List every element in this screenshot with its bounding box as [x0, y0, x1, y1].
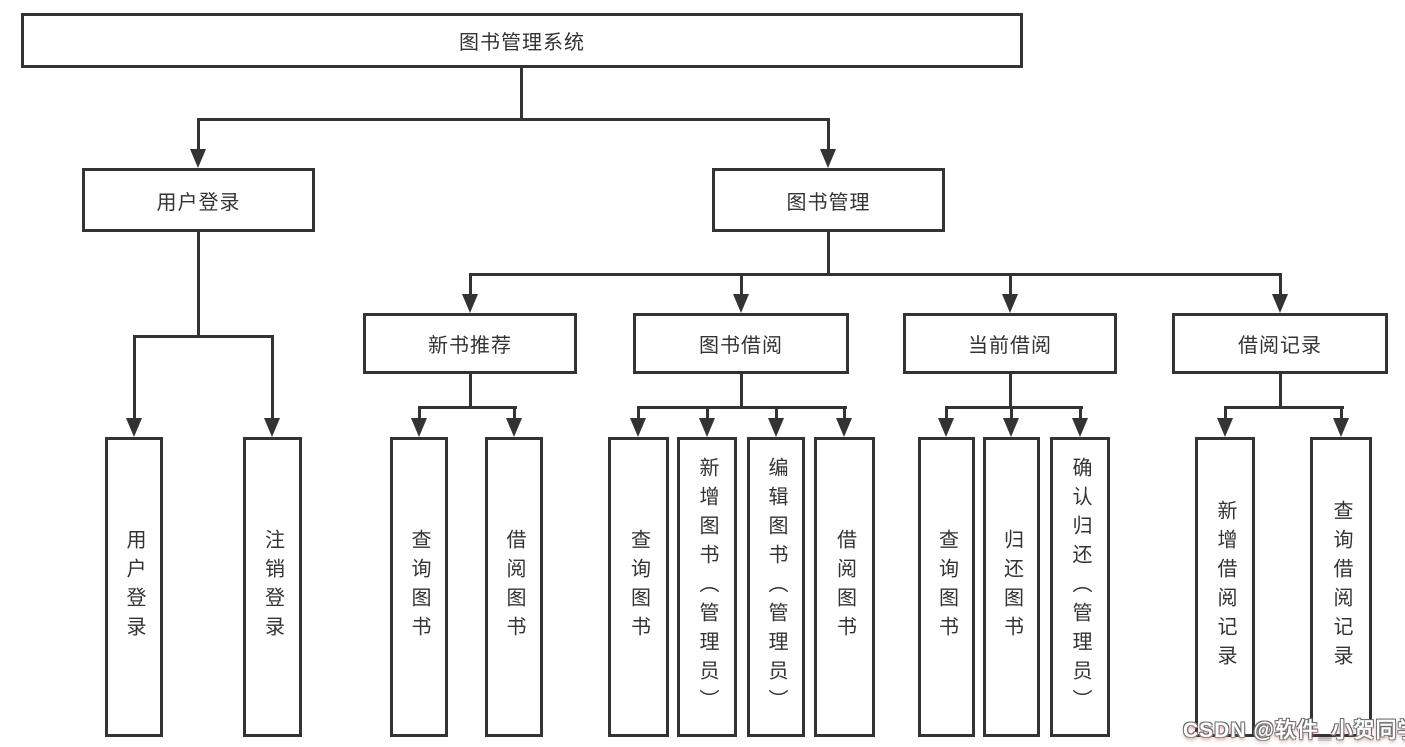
connector-drop-book-borrow — [740, 276, 743, 296]
connector-root-bar — [197, 118, 830, 121]
arrow-down-icon — [190, 149, 206, 168]
csdn-watermark: CSDN @软件_小贺同学 — [1183, 719, 1405, 742]
leaf-logout: 注销登录 — [243, 437, 302, 737]
node-new-book-recommend: 新书推荐 — [363, 313, 577, 374]
node-user-login: 用户登录 — [82, 168, 315, 232]
connector-drop — [1010, 409, 1013, 420]
leaf-query-borrow-record: 查询借阅记录 — [1310, 437, 1372, 737]
connector-book-mgmt-bar — [469, 273, 1282, 276]
connector-drop — [637, 409, 640, 420]
arrow-down-icon — [1272, 294, 1288, 313]
node-book-management-label: 图书管理 — [786, 191, 871, 214]
leaf-add-books-admin: 新增图书（管理员） — [677, 437, 737, 737]
leaf-label: 借阅图书 — [833, 529, 856, 645]
node-book-management: 图书管理 — [712, 168, 945, 232]
leaf-borrow-books-recommend: 借阅图书 — [485, 437, 543, 737]
leaf-edit-books-admin: 编辑图书（管理员） — [747, 437, 805, 737]
leaf-label: 新增图书（管理员） — [696, 456, 718, 718]
node-user-login-label: 用户登录 — [156, 191, 241, 214]
connector-drop-borrow-records — [1279, 276, 1282, 296]
arrow-down-icon — [264, 418, 280, 437]
leaf-user-login-label: 用户登录 — [123, 529, 145, 645]
leaf-label: 查询借阅记录 — [1330, 500, 1352, 674]
leaf-query-books-current: 查询图书 — [918, 437, 975, 737]
connector-drop-book-mgmt — [827, 121, 830, 151]
arrow-down-icon — [1333, 418, 1349, 437]
connector-current-borrow-stem — [1009, 374, 1012, 409]
leaf-return-books: 归还图书 — [983, 437, 1040, 737]
leaf-logout-label: 注销登录 — [261, 529, 284, 645]
connector-drop — [706, 409, 709, 420]
connector-drop-new-book — [469, 276, 472, 296]
connector-drop — [843, 409, 846, 420]
leaf-label: 归还图书 — [1000, 529, 1023, 645]
connector-root-stem — [520, 68, 523, 121]
leaf-label: 借阅图书 — [503, 529, 525, 645]
arrow-down-icon — [1002, 294, 1018, 313]
arrow-down-icon — [126, 418, 142, 437]
leaf-label: 查询图书 — [627, 529, 650, 645]
connector-new-book-bar — [418, 406, 517, 409]
connector-user-login-bar — [133, 335, 274, 338]
connector-drop — [1340, 409, 1343, 420]
connector-drop — [1079, 409, 1082, 420]
arrow-down-icon — [733, 294, 749, 313]
node-borrowing-records: 借阅记录 — [1172, 313, 1388, 374]
leaf-confirm-return-admin: 确认归还（管理员） — [1050, 437, 1110, 737]
connector-drop-current-borrow — [1009, 276, 1012, 296]
connector-drop — [775, 409, 778, 420]
leaf-label: 查询图书 — [408, 529, 430, 645]
leaf-label: 确认归还（管理员） — [1069, 456, 1091, 718]
arrow-down-icon — [820, 149, 836, 168]
arrow-down-icon — [630, 418, 646, 437]
connector-book-borrow-stem — [740, 374, 743, 409]
leaf-label: 新增借阅记录 — [1214, 500, 1236, 674]
leaf-add-borrow-record: 新增借阅记录 — [1195, 437, 1255, 737]
connector-drop — [418, 409, 421, 420]
node-borrowing-records-label: 借阅记录 — [1238, 335, 1322, 357]
arrow-down-icon — [836, 418, 852, 437]
arrow-down-icon — [411, 418, 427, 437]
leaf-user-login: 用户登录 — [105, 437, 163, 737]
leaf-borrow-books: 借阅图书 — [814, 437, 875, 737]
arrow-down-icon — [462, 294, 478, 313]
connector-current-borrow-bar — [945, 406, 1083, 409]
leaf-query-books-borrowing: 查询图书 — [608, 437, 669, 737]
node-book-borrowing-label: 图书借阅 — [699, 335, 783, 357]
leaf-label: 编辑图书（管理员） — [765, 456, 787, 718]
node-book-borrowing: 图书借阅 — [633, 313, 849, 374]
arrow-down-icon — [699, 418, 715, 437]
node-root-label: 图书管理系统 — [459, 32, 585, 54]
connector-drop — [945, 409, 948, 420]
connector-book-borrow-bar — [637, 406, 847, 409]
connector-new-book-stem — [469, 374, 472, 409]
leaf-label: 查询图书 — [935, 529, 958, 645]
arrow-down-icon — [1003, 418, 1019, 437]
leaf-query-books-recommend: 查询图书 — [390, 437, 448, 737]
node-current-borrowing: 当前借阅 — [903, 313, 1117, 374]
connector-book-mgmt-stem — [827, 232, 830, 276]
connector-borrow-records-stem — [1279, 374, 1282, 409]
arrow-down-icon — [506, 418, 522, 437]
connector-drop-login-leaf — [133, 338, 136, 420]
connector-drop-user-login — [197, 121, 200, 151]
connector-user-login-stem — [197, 232, 200, 338]
connector-borrow-records-bar — [1224, 406, 1344, 409]
arrow-down-icon — [938, 418, 954, 437]
node-current-borrowing-label: 当前借阅 — [968, 335, 1052, 357]
node-root: 图书管理系统 — [21, 13, 1023, 68]
connector-drop — [1224, 409, 1227, 420]
arrow-down-icon — [1217, 418, 1233, 437]
arrow-down-icon — [768, 418, 784, 437]
connector-drop-logout-leaf — [271, 338, 274, 420]
connector-drop — [513, 409, 516, 420]
node-new-book-recommend-label: 新书推荐 — [428, 335, 512, 357]
arrow-down-icon — [1072, 418, 1088, 437]
